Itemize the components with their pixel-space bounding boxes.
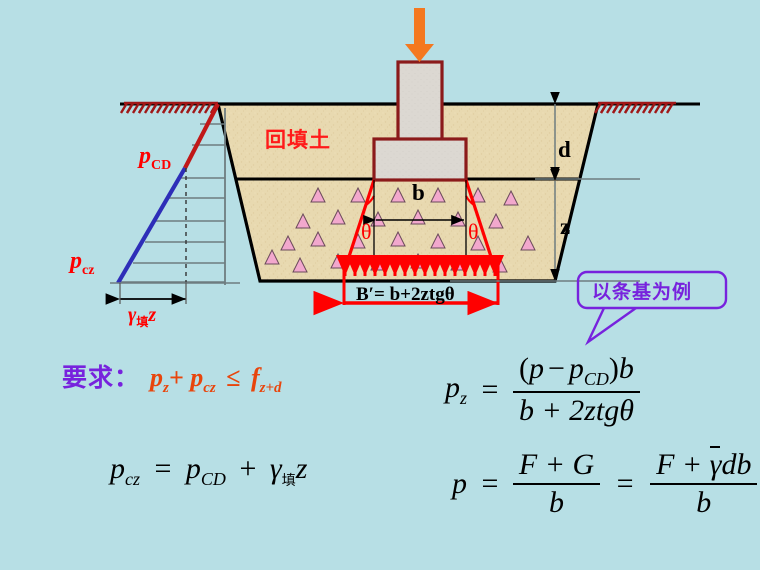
p-equation: p = F + G b = F + γdb b <box>452 446 758 520</box>
gamma-fill-z-label: γ填z <box>128 304 157 329</box>
depth-dimensions <box>450 92 640 282</box>
pressure-cz-label: pcz <box>70 248 95 278</box>
spread-angle-label-right: θ <box>468 219 479 244</box>
footing-structure <box>372 60 468 182</box>
spread-pressure-load <box>313 255 504 316</box>
backfill-soil-label: 回填土 <box>265 128 331 152</box>
requirement-equation: 要求： pz+ pcz ≤ fz+d <box>62 363 282 397</box>
requirement-prefix: 要求： <box>62 363 141 392</box>
depth-to-layer-label: z <box>560 214 571 239</box>
ground-surface-hatch-right <box>593 101 676 114</box>
embedment-depth-label: d <box>558 137 571 162</box>
footing-width-label: b <box>412 180 425 205</box>
pressure-cd-label: pCD <box>139 143 172 173</box>
spread-width-label: B′= b+2ztgθ <box>356 284 455 305</box>
pcz-equation: pcz = pCD + γ填z <box>110 452 308 489</box>
pz-equation: pz = (p−pCD)b b + 2ztgθ <box>445 352 640 428</box>
spread-angle-label-left: θ <box>361 219 372 244</box>
callout-label: 以条基为例 <box>592 281 693 303</box>
callout-balloon <box>576 270 728 346</box>
applied-load-arrow <box>405 8 434 62</box>
overburden-pressure-diagram <box>105 103 240 305</box>
